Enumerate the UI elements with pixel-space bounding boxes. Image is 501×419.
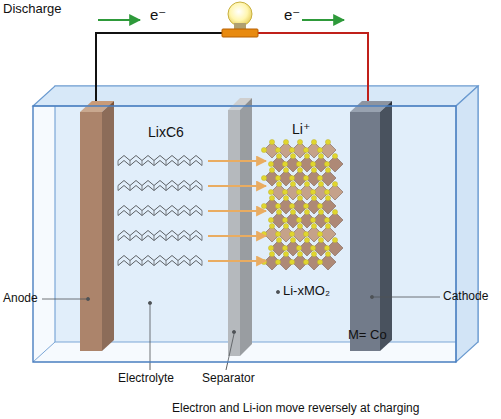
container-front bbox=[33, 106, 456, 362]
diagram-title: Discharge bbox=[3, 2, 62, 16]
part-label: Electrolyte bbox=[118, 372, 174, 385]
diagram-caption: Electron and Li-ion move reversely at ch… bbox=[172, 402, 419, 415]
light-bulb bbox=[222, 2, 258, 37]
part-label: Cathode bbox=[443, 290, 488, 303]
part-label: Separator bbox=[202, 372, 255, 385]
electrolyte-container bbox=[33, 86, 478, 362]
red-wire bbox=[252, 33, 368, 110]
electron-label: e⁻ bbox=[284, 7, 300, 24]
electron-arrow bbox=[302, 19, 344, 21]
black-wire bbox=[96, 33, 228, 110]
note-label: M= Co bbox=[348, 328, 387, 342]
part-label: Anode bbox=[3, 292, 38, 305]
lithium-ion-label: Li⁺ bbox=[292, 122, 310, 137]
electron-arrow bbox=[98, 19, 140, 21]
anode-material-label: LixC6 bbox=[148, 125, 184, 140]
electron-label: e⁻ bbox=[150, 7, 166, 24]
cathode-material-label: Li-xMO₂ bbox=[283, 284, 330, 298]
